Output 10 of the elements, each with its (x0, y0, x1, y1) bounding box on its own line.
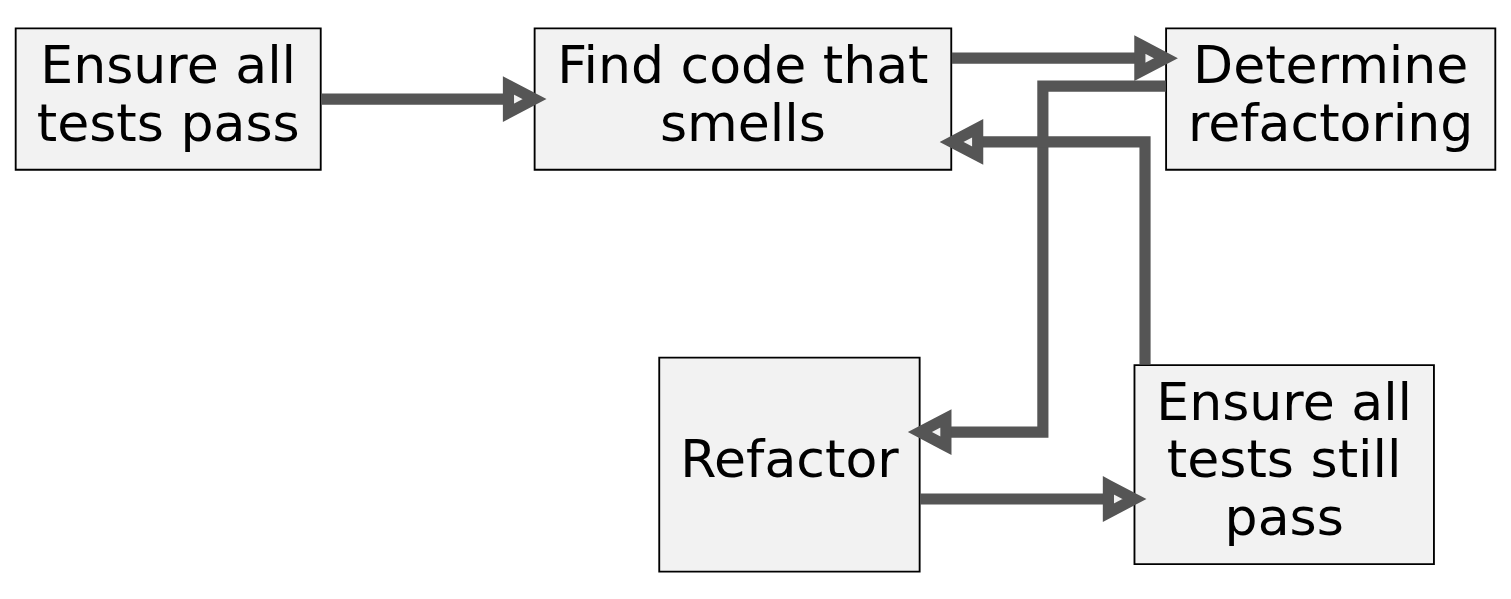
arrow (321, 75, 547, 122)
arrow (907, 80, 1166, 455)
node-box: Ensure all tests still pass (1133, 363, 1435, 565)
node-box: Determine refactoring (1165, 27, 1497, 171)
arrow (951, 34, 1178, 81)
node-box: Find code that smells (533, 27, 953, 171)
node-box: Ensure all tests pass (14, 27, 322, 171)
node-box: Refactor (658, 356, 921, 572)
arrow (920, 475, 1147, 522)
arrow (939, 118, 1151, 364)
